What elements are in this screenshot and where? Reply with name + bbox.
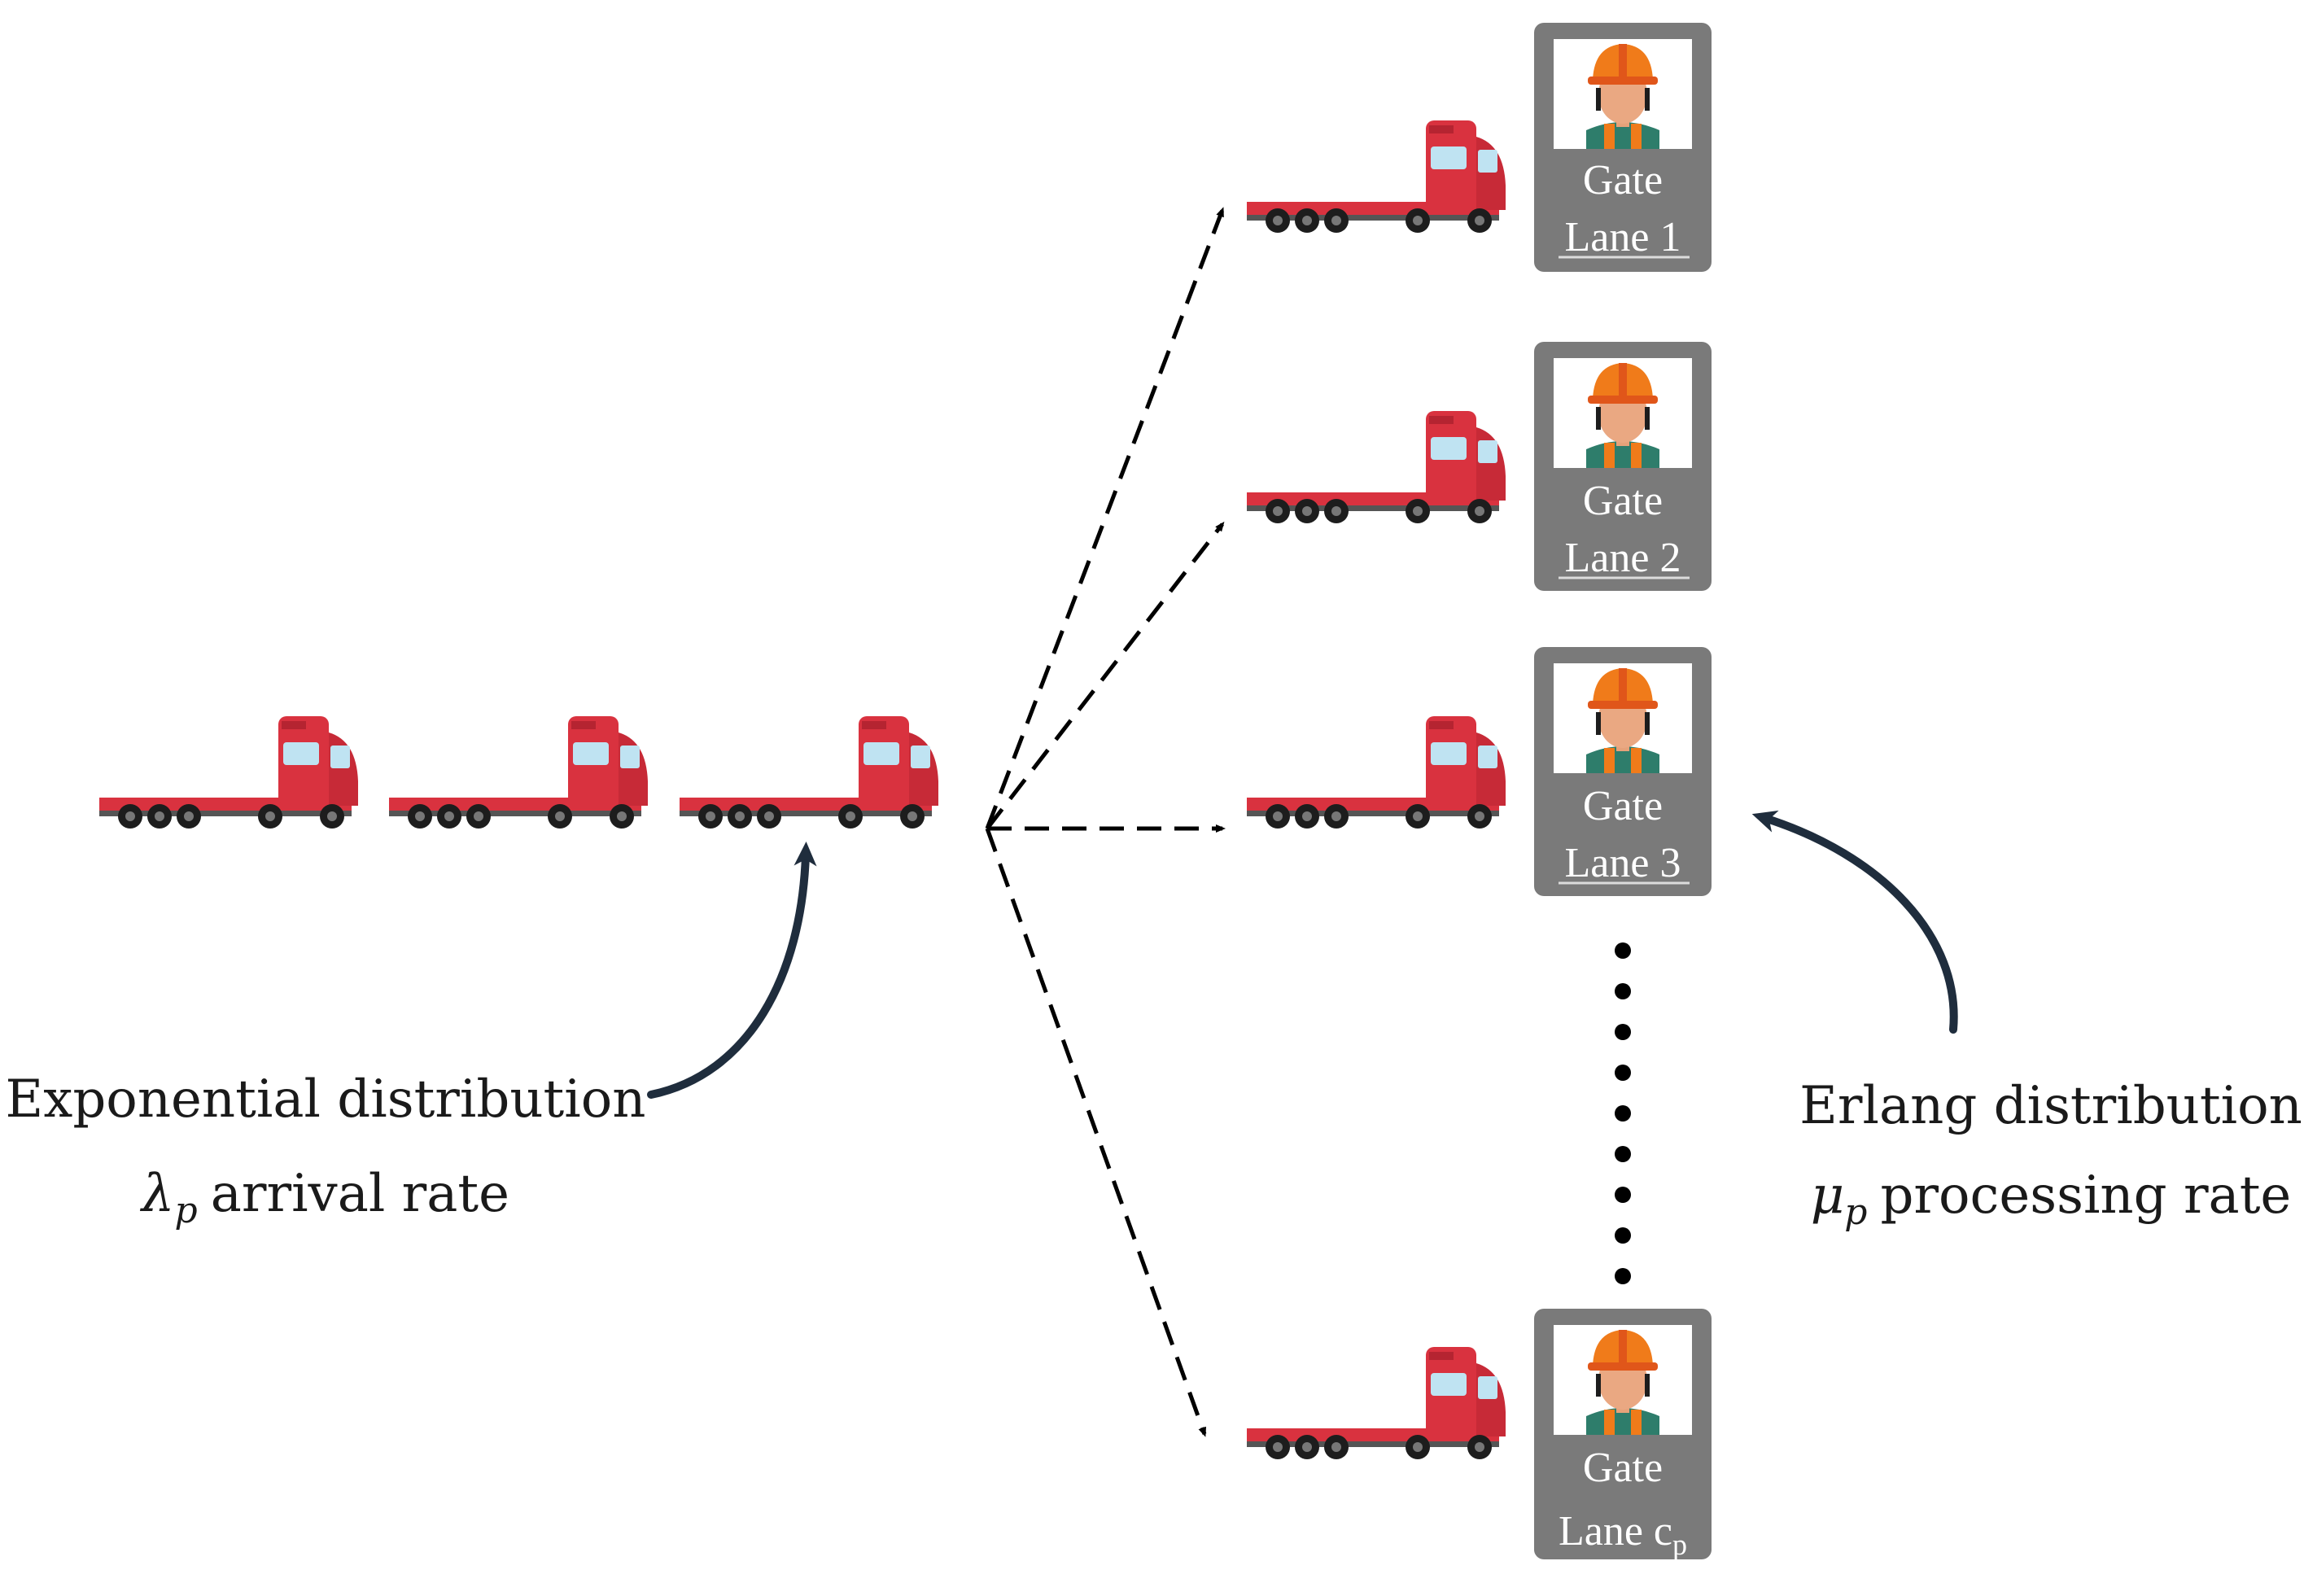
processing-distribution-label: Erlang distribution xyxy=(1799,1076,2302,1136)
route-arrow-lane-cp xyxy=(985,828,1207,1437)
queued-truck-3 xyxy=(680,716,938,829)
gate-lane-cp: Gate Lane cp xyxy=(1534,1309,1712,1561)
lane-1-truck xyxy=(1247,120,1506,233)
gate-label: Gate xyxy=(1583,157,1663,203)
ellipsis-dots xyxy=(1615,942,1631,1284)
worker-icon xyxy=(1554,1325,1692,1435)
lane-label: Lane cp xyxy=(1559,1508,1687,1561)
arrival-distribution-label: Exponential distribution xyxy=(6,1069,646,1130)
routing-arrows xyxy=(985,207,1226,1437)
gate-lane-2: Gate Lane 2 xyxy=(1534,342,1712,591)
worker-icon xyxy=(1554,39,1692,149)
gate-label: Gate xyxy=(1583,478,1663,524)
gate-lane-1: Gate Lane 1 xyxy=(1534,23,1712,272)
worker-icon xyxy=(1554,663,1692,773)
lane-label: Lane 1 xyxy=(1565,214,1681,260)
processing-pointer-arrow xyxy=(1751,810,1958,1034)
queued-truck-2 xyxy=(389,716,648,829)
gate-label: Gate xyxy=(1583,1445,1663,1491)
gate-lane-3: Gate Lane 3 xyxy=(1534,647,1712,896)
route-arrow-lane-1 xyxy=(985,207,1225,829)
worker-icon xyxy=(1554,358,1692,468)
gate-label: Gate xyxy=(1583,783,1663,829)
route-arrow-lane-2 xyxy=(986,521,1225,830)
arrival-pointer-arrow xyxy=(647,842,817,1099)
lane-label: Lane 2 xyxy=(1565,535,1681,581)
lane-label: Lane 3 xyxy=(1565,840,1681,886)
queued-truck-1 xyxy=(99,716,358,829)
lane-cp-truck xyxy=(1247,1347,1506,1459)
lane-2-truck xyxy=(1247,411,1506,523)
lane-3-truck xyxy=(1247,716,1506,829)
